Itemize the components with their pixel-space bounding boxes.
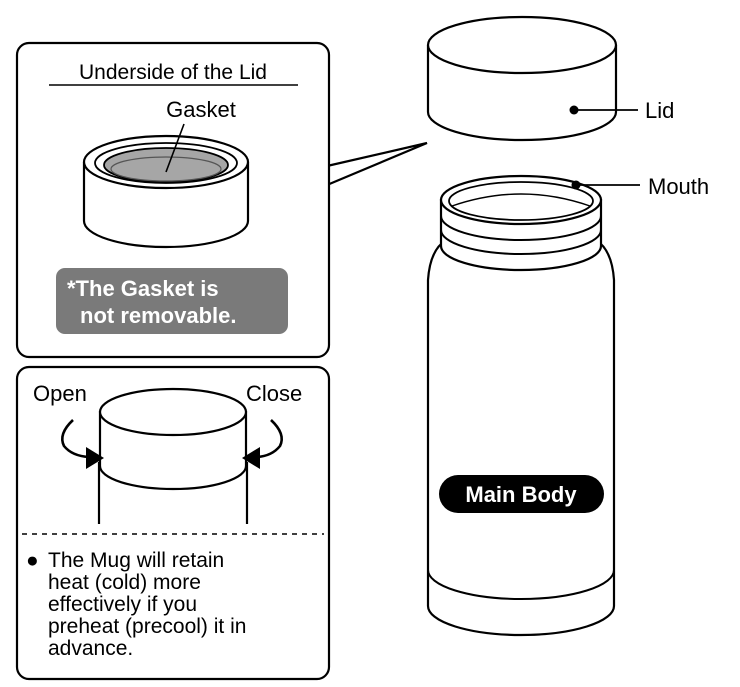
- lid-illustration: Lid: [426, 15, 674, 142]
- gasket-label: Gasket: [166, 97, 236, 122]
- main-body-illustration: Mouth Main Body: [426, 174, 709, 637]
- gasket-note-line1: *The Gasket is: [67, 276, 219, 301]
- tip-line-1: The Mug will retain: [48, 549, 224, 572]
- lid-label: Lid: [645, 98, 674, 123]
- gasket-note-line2: not removable.: [80, 303, 236, 328]
- main-body-label: Main Body: [465, 482, 577, 507]
- lid-closeup: [98, 387, 248, 491]
- open-arrow-icon: [61, 419, 104, 469]
- tip-line-3: effectively if you: [48, 593, 197, 616]
- close-arrow-icon: [242, 419, 283, 469]
- inset-callout-pointer: [326, 141, 428, 187]
- tip-line-4: preheat (precool) it in: [48, 615, 246, 638]
- tip-line-2: heat (cold) more: [48, 571, 201, 594]
- tip-bullet: ●: [26, 549, 39, 572]
- open-close-panel: Open Close ● The Mug will retain heat (c…: [15, 365, 331, 681]
- open-label: Open: [33, 381, 87, 406]
- main-body-badge: [439, 475, 604, 513]
- open-close-frame: [15, 365, 331, 681]
- lid-underside-illustration: [82, 123, 250, 249]
- close-label: Close: [246, 381, 302, 406]
- lid-underside-inset: Underside of the Lid Gasket *The Gasket …: [15, 41, 428, 359]
- gasket-leader-line: [165, 123, 185, 173]
- mouth-label: Mouth: [648, 174, 709, 199]
- tip-line-5: advance.: [48, 637, 133, 660]
- inset-title: Underside of the Lid: [79, 61, 267, 84]
- gasket-note-box: [56, 268, 288, 334]
